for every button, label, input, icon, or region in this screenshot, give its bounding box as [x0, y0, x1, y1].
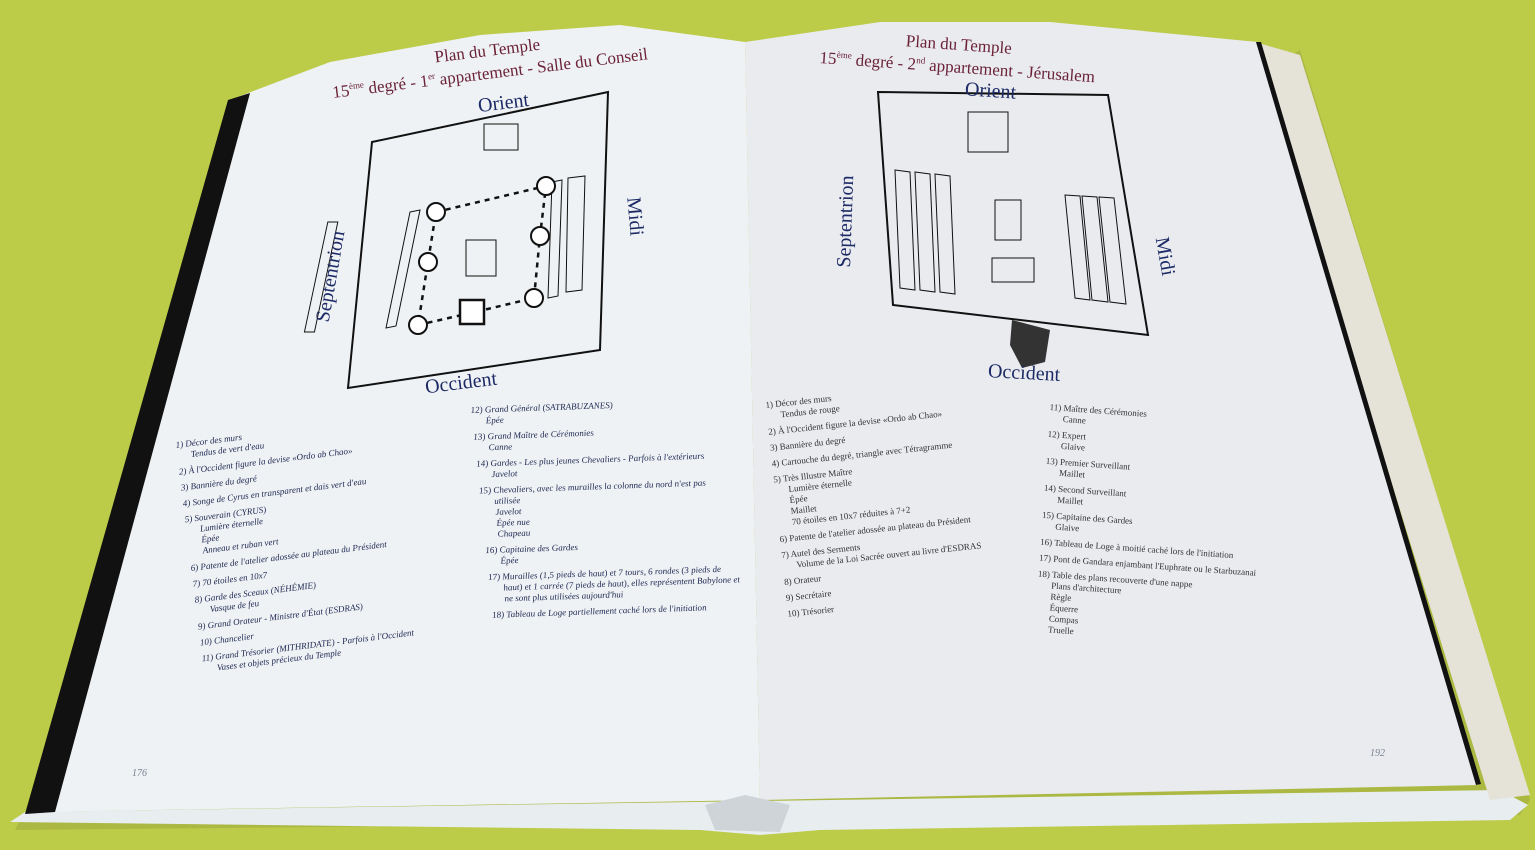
right-temple-plan — [876, 90, 1150, 368]
left-page-number: 176 — [132, 768, 147, 779]
legend-item: 18) Table des plans recouverte d'une nap… — [1034, 569, 1256, 650]
right-orient-label: Orient — [964, 78, 1017, 104]
right-page-number: 192 — [1370, 748, 1385, 759]
right-black-edge — [1256, 42, 1481, 785]
legend-item: 15) Chevaliers, avec les murailles la co… — [478, 477, 734, 540]
right-page — [745, 22, 1478, 800]
legend-item: 18) Tableau de Loge partiellement caché … — [492, 601, 744, 621]
left-black-edge — [25, 93, 250, 814]
right-occident-label: Occident — [987, 360, 1061, 386]
legend-item: 17) Murailles (1,5 pieds de haut) et 7 t… — [488, 563, 742, 605]
left-temple-plan — [303, 90, 610, 390]
left-page — [40, 25, 760, 812]
left-midi-label: Midi — [622, 196, 648, 237]
spine-binding — [705, 795, 790, 832]
legend-item: 14) Gardes - Les plus jeunes Chevaliers … — [476, 450, 729, 481]
right-septentrion-label: Septentrion — [833, 175, 859, 268]
legend-item-label: 18) Tableau de Loge partiellement caché … — [491, 602, 708, 620]
right-page-edges — [1255, 42, 1530, 800]
